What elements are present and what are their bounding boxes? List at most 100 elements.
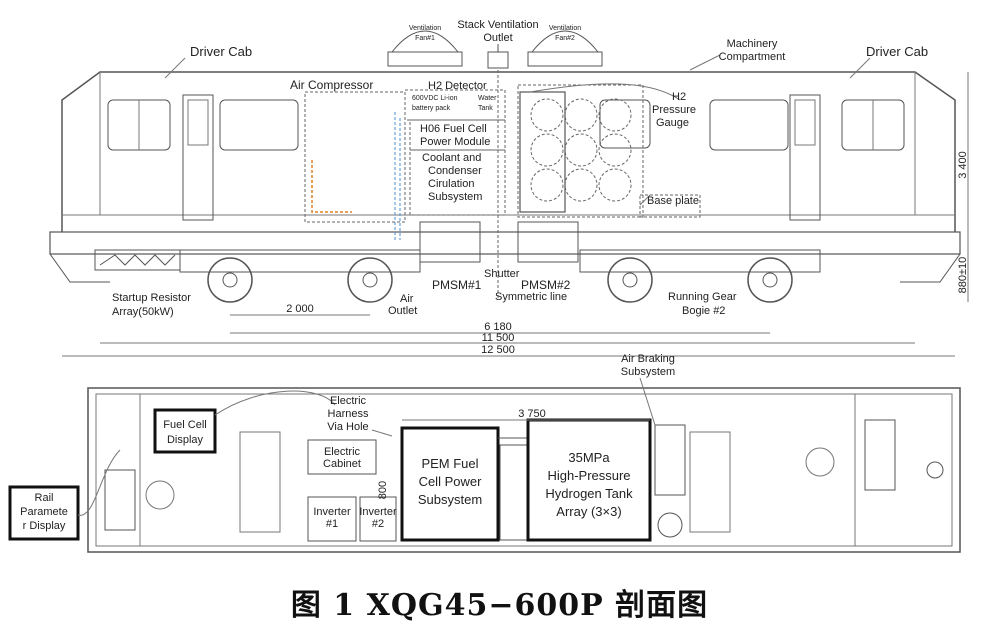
label-stack-vent-line2: Outlet [483,32,512,44]
label-pem-line3: Subsystem [418,492,482,507]
inverter-2-box [359,496,397,542]
air-braking-equipment [654,424,686,496]
locomotive-drawing: Driver Cab Driver Cab Ventilation Fan#1 … [8,19,969,553]
cab-console-right [689,431,731,533]
label-vent-fan-1-line2: Fan#1 [415,35,435,42]
label-air-outlet-line2: Outlet [388,305,417,317]
label-dim-11500: 11 500 [482,332,515,344]
cab-door-left [182,94,214,221]
label-shutter: Shutter [484,268,520,280]
base-plate-box [639,194,701,218]
leader-h2-gauge [529,83,681,101]
label-pmsm1: PMSM#1 [432,278,482,292]
startup-resistor-coil [99,254,176,266]
label-dim-880: 880±10 [957,257,969,294]
label-air-compressor: Air Compressor [290,78,373,92]
pmsm-2 [517,221,579,263]
label-rail-display-line3: r Display [23,520,66,532]
pem-subsystem-box [400,426,500,542]
plan-view [8,377,961,553]
seat-right [805,447,835,477]
label-pem-line2: Cell Power [419,474,483,489]
label-rail-display-line2: Paramete [20,506,68,518]
label-electric-cabinet-line1: Electric [324,446,361,458]
leader-harness [371,429,393,437]
side-view-labels: Driver Cab Driver Cab Ventilation Fan#1 … [112,19,969,356]
label-startup-resistor-line2: Array(50kW) [112,306,174,318]
vent-fan-1-dome [390,30,460,53]
label-dim-12500: 12 500 [481,344,515,356]
side-window-right [709,99,789,151]
label-air-braking-line2: Subsystem [621,366,675,378]
label-coolant-line3: Cirulation [428,178,474,190]
label-harness-line2: Harness [328,408,369,420]
pem-tank-gap [499,444,529,541]
label-electric-cabinet-line2: Cabinet [323,458,361,470]
label-vent-fan-1-line1: Ventilation [409,25,441,32]
side-view [49,30,969,357]
coolant-pipes [394,112,401,240]
cab-door-right [789,94,821,221]
label-battery-line1: 600VDC Li-ion [412,95,458,102]
cab-console-left [239,431,281,533]
label-coolant-line2: Condenser [428,165,482,177]
label-fuel-cell-module-line2: Power Module [420,136,490,148]
bogie-2 [579,249,821,303]
label-machinery-line2: Compartment [719,51,786,63]
pilot-right [900,253,961,283]
label-driver-cab-right: Driver Cab [866,44,928,59]
label-startup-resistor-line1: Startup Resistor [112,292,191,304]
label-driver-cab-left: Driver Cab [190,44,252,59]
label-fuel-cell-display-line1: Fuel Cell [163,419,206,431]
body-outline [61,71,956,232]
underframe [49,231,961,255]
horn-right [926,461,944,479]
label-pmsm2: PMSM#2 [521,278,571,292]
rail-display-box [8,485,80,541]
label-h2-gauge-line1: H2 [672,91,686,103]
label-inverter1-line1: Inverter [313,506,351,518]
label-h2-gauge-line3: Gauge [656,117,689,129]
vent-fan-2-base [527,51,603,67]
label-vent-fan-2-line1: Ventilation [549,25,581,32]
label-dim-3750: 3 750 [518,408,546,420]
air-compressor-box [304,91,406,223]
label-dim-3400: 3 400 [957,151,969,179]
coolant-box [409,149,506,216]
label-h2-detector: H2 Detector [428,80,487,92]
label-dim-800: 800 [377,481,389,499]
label-tank-line3: Hydrogen Tank [545,486,633,501]
label-running-gear-line1: Running Gear [668,291,737,303]
vent-fan-2-dome [530,30,600,53]
inverter-1-box [307,496,357,542]
label-tank-line2: High-Pressure [547,468,630,483]
label-stack-vent-line1: Stack Ventilation [457,19,538,31]
door-window-right [794,99,816,146]
console-equipment-left [104,469,136,531]
tank-frame [519,91,566,213]
label-inverter2-line1: Inverter [359,506,397,518]
air-reservoir [657,512,683,538]
label-battery-line2: battery pack [412,105,451,112]
pmsm-1 [419,221,481,263]
leader-rail-display [77,449,121,516]
label-coolant-line4: Subsystem [428,191,482,203]
leader-cab-left [164,57,186,79]
leader-fuel-cell-display [214,390,336,416]
plan-view-labels: Air Braking Subsystem Electric Harness V… [20,353,675,532]
label-rail-display-line1: Rail [35,492,54,504]
seat-left [145,480,175,510]
vent-fan-1-base [387,51,463,67]
label-coolant-line1: Coolant and [422,152,481,164]
compartment-window [599,99,651,149]
door-window-left [187,99,209,146]
pilot-left [49,253,110,283]
label-air-braking-line1: Air Braking [621,353,675,365]
label-vent-fan-2-line2: Fan#2 [555,35,575,42]
label-dim-6180: 6 180 [484,321,512,333]
console-equipment-right [864,419,896,491]
stack-vent [487,51,509,69]
label-tank-line4: Array (3×3) [556,504,621,519]
electric-cabinet-box [307,439,377,475]
